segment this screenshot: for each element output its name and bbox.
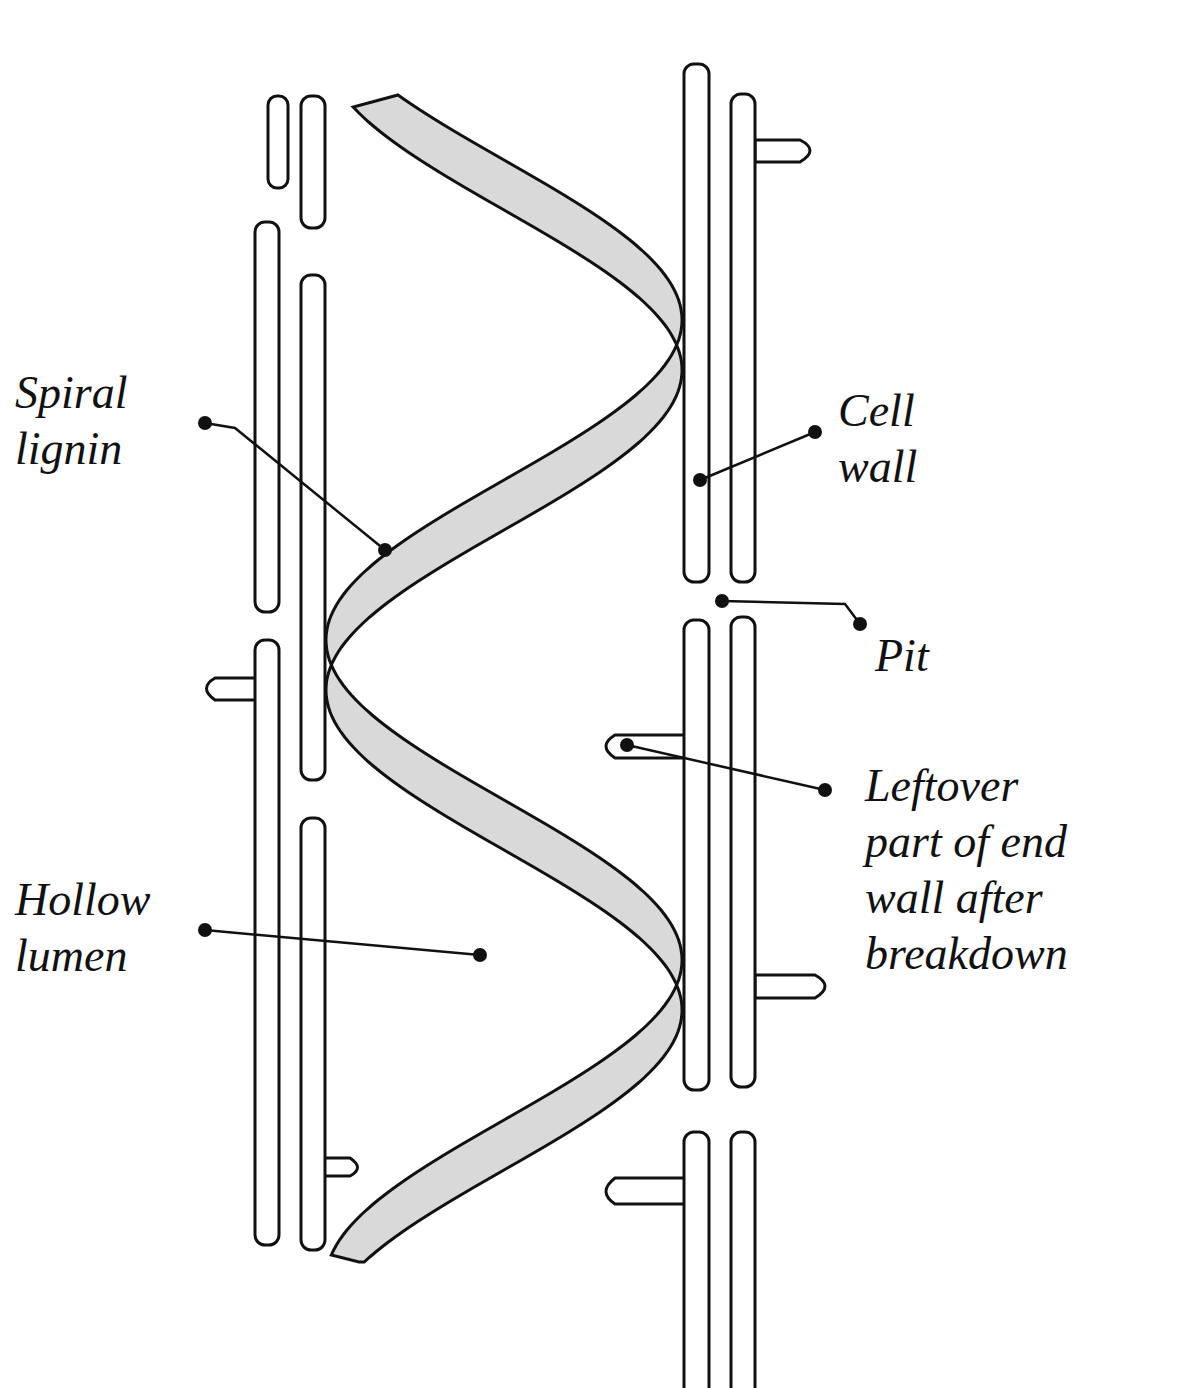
spiral-lignin — [326, 95, 682, 1262]
part-label: Pit — [875, 628, 975, 684]
end-wall-remnant — [207, 678, 258, 700]
cell-wall — [301, 96, 325, 228]
part-label: Hollow lumen — [15, 872, 185, 984]
leader-dot — [715, 594, 729, 608]
part-label: Leftover part of end wall after breakdow… — [865, 758, 1080, 982]
leader-dot — [693, 473, 707, 487]
leader-line — [722, 601, 860, 624]
cell-wall — [731, 1132, 755, 1388]
leader-line — [700, 432, 815, 480]
leader-dot — [853, 617, 867, 631]
end-wall-remnant — [323, 1158, 358, 1176]
leader-dot — [808, 425, 822, 439]
part-label: Spiral lignin — [15, 365, 175, 477]
cell-wall — [301, 275, 325, 780]
cell-wall — [731, 94, 755, 582]
cell-wall — [731, 617, 755, 1087]
leader-dot — [378, 543, 392, 557]
cell-wall — [268, 96, 288, 188]
leader-line — [205, 930, 480, 955]
leader-dot — [818, 783, 832, 797]
cell-wall — [684, 620, 709, 1090]
leader-dot — [198, 416, 212, 430]
leader-line — [205, 423, 385, 550]
cell-wall — [255, 640, 279, 1245]
end-wall-remnant — [755, 140, 810, 162]
cell-wall — [301, 818, 325, 1250]
leader-dot — [198, 923, 212, 937]
leader-line — [627, 745, 825, 790]
leader-dot — [620, 738, 634, 752]
end-wall-remnant — [755, 975, 825, 998]
cell-wall — [684, 1132, 709, 1388]
end-wall-remnant — [606, 1178, 686, 1204]
cell-wall — [684, 64, 709, 582]
cell-wall — [255, 222, 279, 612]
leader-dot — [473, 948, 487, 962]
part-label: Cell wall — [838, 383, 968, 495]
